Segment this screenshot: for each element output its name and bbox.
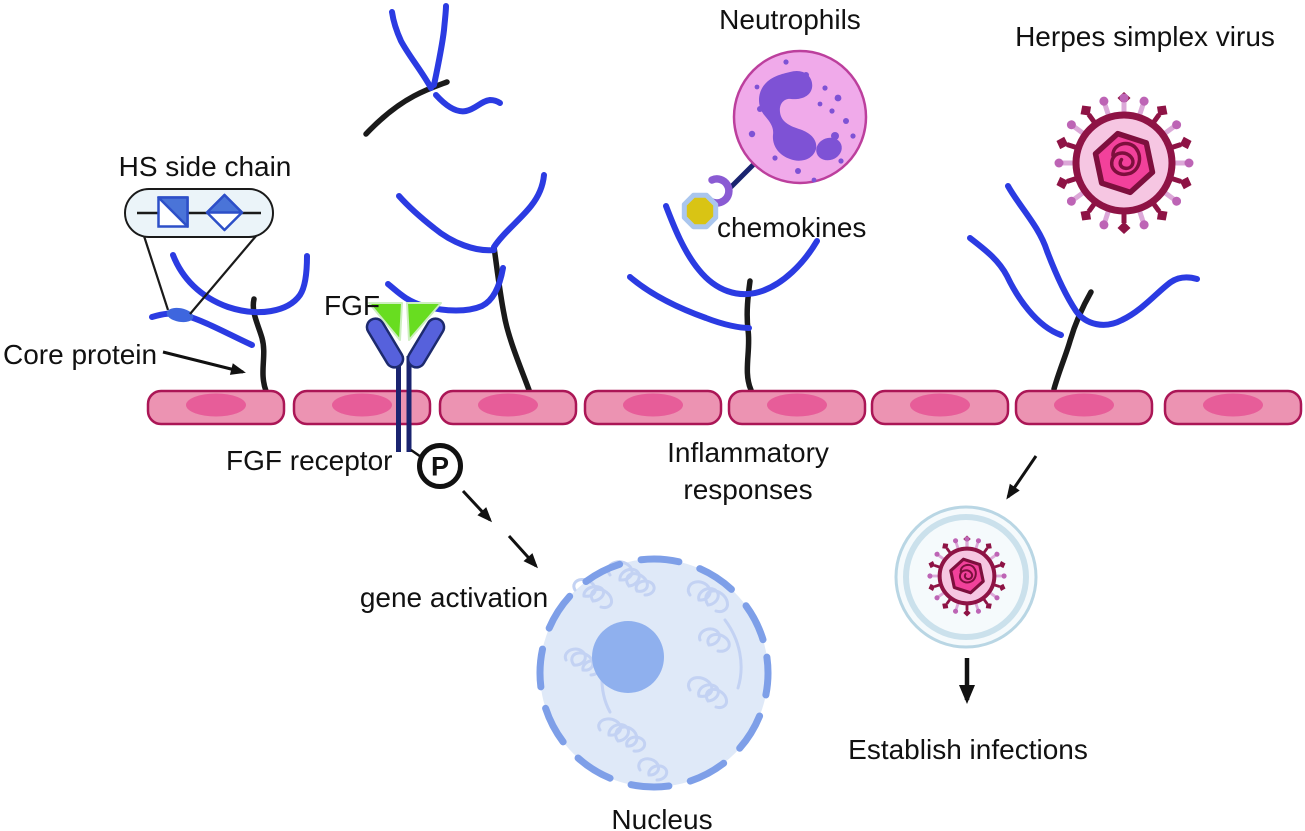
chemokines-label: chemokines <box>717 212 867 243</box>
fgf-ligand <box>368 302 442 341</box>
herpes-simplex-virus-label: Herpes simplex virus <box>1015 21 1275 52</box>
hs-side-chain-label: HS side chain <box>118 151 292 182</box>
fgf-label: FGF <box>324 290 380 321</box>
neutrophil-nucleus <box>759 70 817 161</box>
fgf-receptor-complex <box>365 302 446 452</box>
nucleolus <box>592 621 664 693</box>
establish-infections-label: Establish infections <box>848 734 1088 765</box>
hs-chain <box>149 310 255 348</box>
cell <box>1163 389 1303 426</box>
cell <box>727 389 867 426</box>
hs-chain <box>663 203 820 298</box>
core-protein-label: Core protein <box>3 339 158 370</box>
receptor-arm <box>365 317 405 369</box>
vesicle-graphic <box>894 505 1038 649</box>
hs-chain <box>967 235 1064 338</box>
inflammatory-responses-label: Inflammatory responses <box>667 437 829 505</box>
free-proteoglycan <box>363 3 503 137</box>
gene-activation-label: gene activation <box>359 582 549 613</box>
proteoglycan-2 <box>385 172 547 393</box>
cell <box>1014 389 1154 426</box>
glcnac-square-icon <box>157 196 189 228</box>
hs-chain <box>1005 183 1200 328</box>
entry-arrow <box>1006 455 1038 500</box>
cell <box>146 389 286 426</box>
core-protein-line <box>744 278 754 393</box>
cell <box>583 389 723 426</box>
herpes-virion <box>1054 92 1193 234</box>
proteoglycan-1 <box>149 252 310 394</box>
core-protein-line <box>491 244 532 393</box>
nuclear-envelope <box>536 555 772 791</box>
phosphorylation-label: P <box>430 451 450 482</box>
chemokine-icon <box>681 192 719 230</box>
hs-chain <box>170 252 310 316</box>
phosphorylation-icon <box>410 443 463 489</box>
core-protein-line <box>1051 289 1094 392</box>
hs-inset <box>124 188 274 315</box>
nucleus-graphic <box>536 555 772 791</box>
hs-chain <box>491 172 547 250</box>
proteoglycan-4 <box>967 183 1200 392</box>
hs-chain <box>627 274 752 331</box>
granule-dots <box>748 59 856 183</box>
cell <box>870 389 1010 426</box>
core-protein-arrow <box>162 350 246 375</box>
cell <box>438 389 578 426</box>
signal-arrow <box>461 489 539 569</box>
neutrophil-graphic <box>681 49 868 230</box>
receptor-arm <box>406 317 446 369</box>
neutrophil-body <box>732 49 868 185</box>
membrane-cells <box>146 389 1303 426</box>
neutrophils-label: Neutrophils <box>719 4 861 35</box>
glca-diamond-icon <box>205 193 244 232</box>
nucleus-label: Nucleus <box>611 804 713 831</box>
hs-highlight-segment <box>166 307 194 323</box>
fgf-receptor-label: FGF receptor <box>226 445 393 476</box>
hs-chain <box>396 193 497 254</box>
hs-chain <box>385 265 506 314</box>
proteoglycan-3 <box>627 203 820 393</box>
